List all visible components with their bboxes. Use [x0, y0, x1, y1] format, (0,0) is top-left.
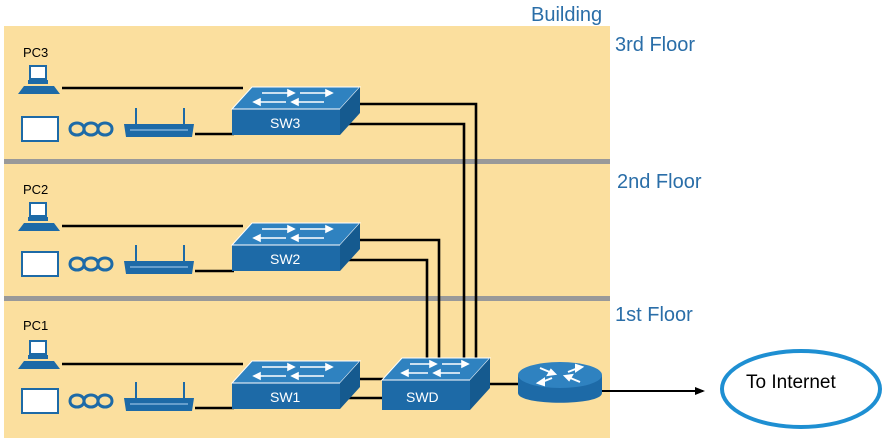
laptop-icon — [21, 251, 59, 277]
pc-label-2: PC2 — [23, 182, 48, 197]
access-point-icon — [124, 108, 194, 137]
cable-sw2-swd-a — [332, 238, 441, 364]
internet-cloud — [720, 349, 882, 429]
laptop-icon — [21, 116, 59, 142]
switch-arrows-icon — [252, 362, 334, 381]
floor-label-1: 1st Floor — [615, 304, 693, 326]
pc3-group: PC3 — [18, 45, 60, 94]
sw1-switch: SW1 — [230, 360, 362, 409]
internet-label: To Internet — [746, 372, 836, 393]
cable-sw3-swd-a — [332, 102, 478, 364]
floor-divider-3-2 — [4, 159, 610, 164]
pc-icon — [18, 340, 60, 369]
wireless-signal-icon — [68, 393, 114, 409]
switch-label-3: SW3 — [270, 115, 301, 131]
cable-sw3-swd-b — [320, 122, 466, 364]
floor-label-2: 2nd Floor — [617, 171, 702, 193]
switch-arrows-icon — [252, 224, 334, 243]
pc1-group: PC1 — [18, 318, 60, 369]
pc-icon — [18, 202, 60, 231]
swd-label: SWD — [406, 389, 439, 405]
switch-arrows-icon — [252, 88, 334, 107]
swd-switch: SWD — [380, 357, 492, 410]
floor-label-3: 3rd Floor — [615, 34, 695, 56]
switch-arrows-icon — [400, 359, 470, 378]
switch-label-2: SW2 — [270, 251, 301, 267]
wireless-signal-icon — [68, 256, 114, 272]
access-point-icon — [124, 245, 194, 274]
access-point-icon — [124, 382, 194, 411]
cable-sw2-swd-b — [320, 258, 429, 364]
laptop-icon — [21, 388, 59, 414]
sw2-switch: SW2 — [230, 222, 362, 271]
floor-divider-2-1 — [4, 296, 610, 301]
pc2-group: PC2 — [18, 182, 60, 231]
pc-label-3: PC3 — [23, 45, 48, 60]
pc-label-1: PC1 — [23, 318, 48, 333]
building-label: Building — [531, 4, 602, 26]
pc-icon — [18, 65, 60, 94]
switch-label-1: SW1 — [270, 389, 301, 405]
wireless-signal-icon — [68, 121, 114, 137]
sw3-switch: SW3 — [230, 86, 362, 135]
router-icon — [518, 362, 602, 403]
